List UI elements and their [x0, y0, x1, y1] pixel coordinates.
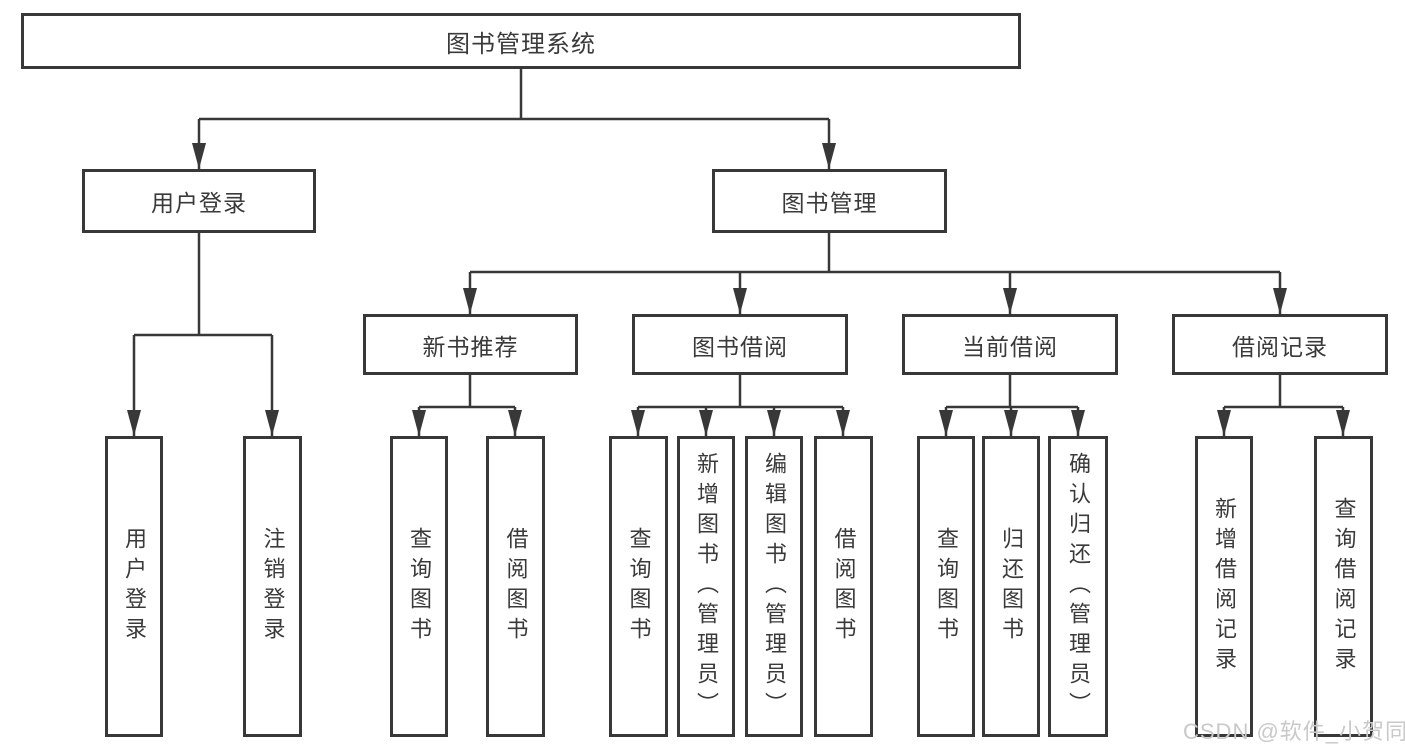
node-label: 注销登录	[260, 526, 286, 647]
leaf-return-books: 归还图书	[982, 436, 1040, 737]
leaf-borrow-books-recommend: 借阅图书	[486, 436, 545, 737]
node-label: 图书借阅	[692, 333, 788, 360]
node-label: 用户登录	[151, 190, 247, 216]
leaf-query-books-recommend: 查询图书	[390, 436, 448, 737]
leaf-add-borrow-record: 新增借阅记录	[1195, 436, 1253, 737]
node-new-book-recommendation: 新书推荐	[363, 314, 578, 375]
csdn-watermark: CSDN @软件_小贺同学	[1183, 719, 1405, 744]
node-label: 确认归还（管理员）	[1066, 451, 1091, 722]
node-label: 新增图书（管理员）	[694, 451, 719, 722]
node-book-borrowing: 图书借阅	[632, 314, 848, 375]
connector-arrows	[127, 119, 1350, 436]
leaf-user-login: 用户登录	[105, 436, 163, 737]
node-label: 归还图书	[999, 526, 1024, 647]
node-label: 查询借阅记录	[1331, 496, 1357, 677]
leaf-add-books-admin: 新增图书（管理员）	[677, 436, 735, 737]
node-label: 查询图书	[407, 526, 432, 647]
node-book-management-system: 图书管理系统	[21, 13, 1021, 69]
leaf-query-books-current: 查询图书	[917, 436, 975, 737]
leaf-borrow-books: 借阅图书	[814, 436, 873, 737]
leaf-query-borrow-record: 查询借阅记录	[1314, 436, 1373, 737]
node-book-management: 图书管理	[712, 169, 947, 233]
node-label: 新书推荐	[422, 333, 519, 360]
node-user-login: 用户登录	[82, 169, 316, 233]
node-label: 图书管理	[781, 190, 878, 216]
node-label: 查询图书	[626, 526, 652, 647]
node-label: 用户登录	[122, 526, 147, 647]
node-label: 图书管理系统	[446, 30, 596, 58]
node-label: 查询图书	[934, 526, 959, 647]
node-label: 借阅记录	[1232, 333, 1328, 360]
leaf-logout: 注销登录	[243, 436, 302, 737]
node-label: 新增借阅记录	[1212, 496, 1237, 677]
leaf-edit-books-admin: 编辑图书（管理员）	[745, 436, 803, 737]
node-current-borrowing: 当前借阅	[902, 314, 1118, 375]
leaf-query-books-borrow: 查询图书	[609, 436, 668, 737]
node-label: 当前借阅	[962, 333, 1058, 360]
node-label: 借阅图书	[503, 526, 529, 647]
leaf-confirm-return-admin: 确认归还（管理员）	[1048, 436, 1108, 737]
node-label: 编辑图书（管理员）	[762, 451, 787, 722]
node-borrowing-records: 借阅记录	[1172, 314, 1388, 375]
node-label: 借阅图书	[831, 526, 857, 647]
